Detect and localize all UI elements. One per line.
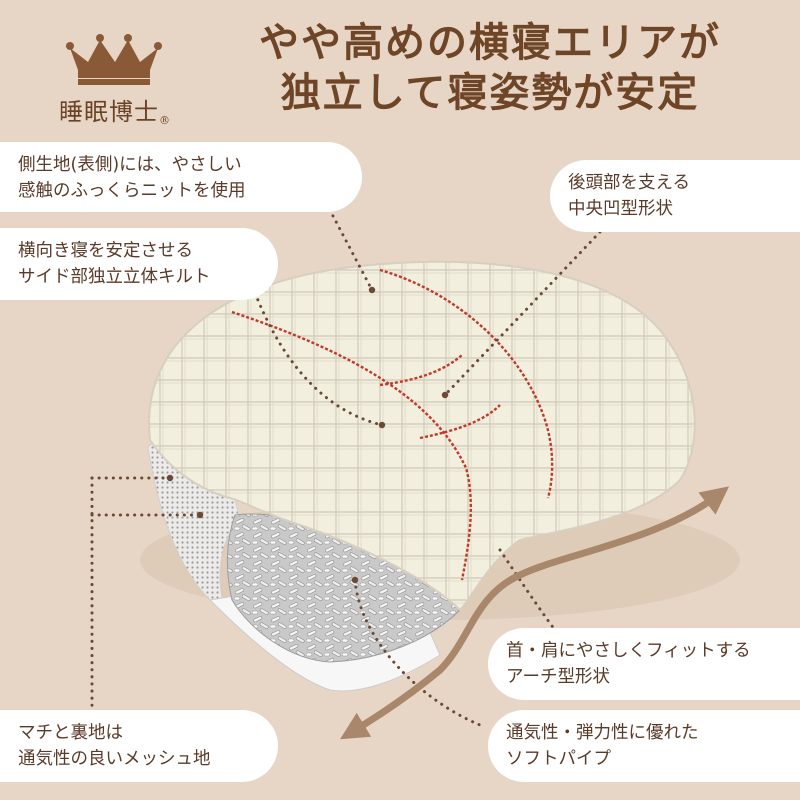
- callout-pipe: 通気性・弾力性に優れた ソフトパイプ: [488, 710, 800, 782]
- registered-mark: ®: [159, 114, 171, 127]
- callout-mesh: マチと裏地は 通気性の良いメッシュ地: [0, 710, 278, 782]
- callout-side-fabric-line-2: 感触のふっくらニットを使用: [18, 181, 246, 201]
- callout-arch-shape-line-1: 首・肩にやさしくフィットする: [506, 641, 751, 661]
- headline-line-1: やや高めの横寝エリアが: [259, 19, 721, 66]
- callout-side-quilt: 横向き寝を安定させる サイド部独立立体キルト: [0, 228, 278, 300]
- callout-arch-shape-line-2: アーチ型形状: [506, 667, 610, 687]
- callout-center-shape: 後頭部を支える 中央凹型形状: [550, 160, 800, 232]
- logo-text: 睡眠博士®: [59, 98, 171, 127]
- callout-pipe-line-1: 通気性・弾力性に優れた: [506, 723, 699, 743]
- headline: やや高めの横寝エリアが 独立して寝姿勢が安定: [200, 18, 780, 118]
- callout-side-quilt-line-1: 横向き寝を安定させる: [18, 241, 193, 261]
- callout-side-quilt-line-2: サイド部独立立体キルト: [18, 267, 211, 287]
- callout-pipe-line-2: ソフトパイプ: [506, 749, 611, 769]
- callout-mesh-line-1: マチと裏地は: [18, 723, 123, 743]
- callout-side-fabric-line-1: 側生地(表側)には、やさしい: [18, 155, 242, 175]
- callout-mesh-line-2: 通気性の良いメッシュ地: [18, 749, 211, 769]
- brand-logo: 睡眠博士®: [40, 30, 190, 130]
- callout-side-fabric: 側生地(表側)には、やさしい 感触のふっくらニットを使用: [0, 142, 362, 212]
- arch-arrow: [340, 486, 730, 740]
- headline-line-2: 独立して寝姿勢が安定: [280, 69, 700, 116]
- callout-arch-shape: 首・肩にやさしくフィットする アーチ型形状: [488, 628, 800, 700]
- callout-center-shape-line-1: 後頭部を支える: [568, 173, 690, 193]
- callout-center-shape-line-2: 中央凹型形状: [568, 199, 673, 219]
- crown-icon: [66, 34, 162, 85]
